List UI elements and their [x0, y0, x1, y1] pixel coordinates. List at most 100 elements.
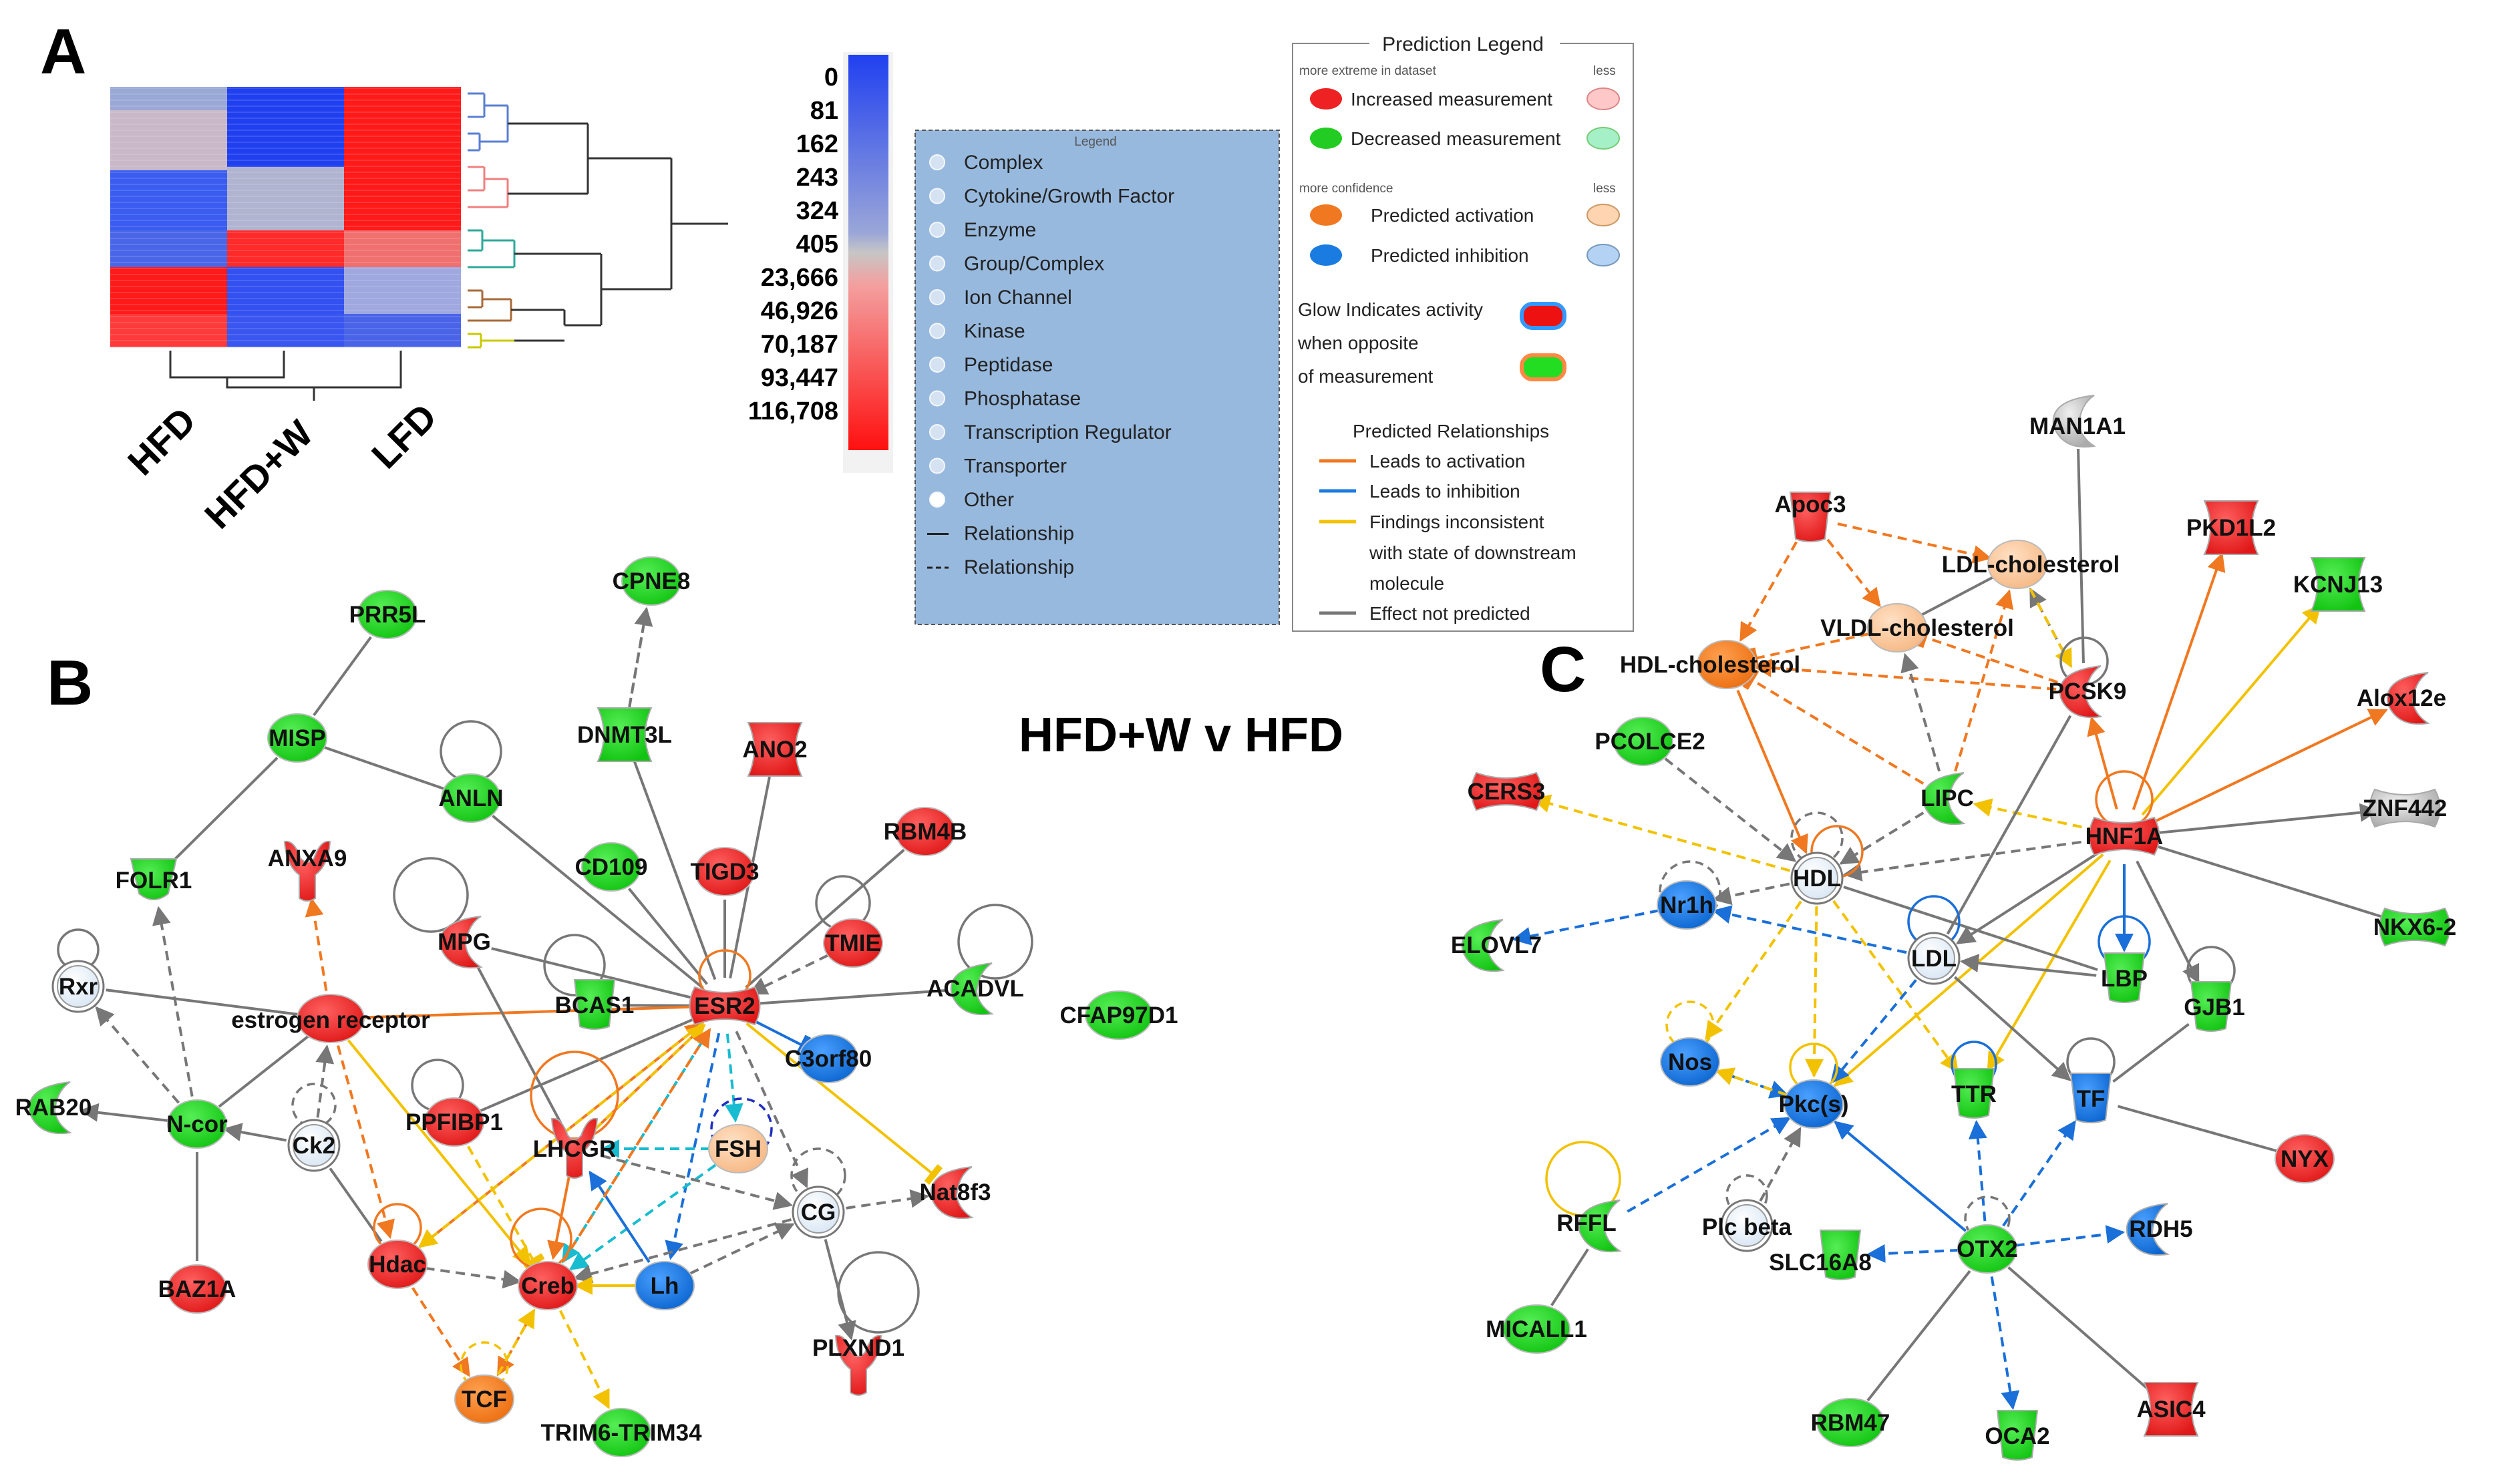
node-ttr[interactable]: TTR [1951, 1068, 1997, 1119]
node-rffl[interactable]: RFFL [1556, 1199, 1622, 1253]
node-gjb1[interactable]: GJB1 [2184, 981, 2245, 1032]
node-folr1[interactable]: FOLR1 [116, 858, 192, 900]
node-otx2[interactable]: OTX2 [1957, 1224, 2018, 1274]
node-ppfibp1[interactable]: PPFIBP1 [405, 1097, 503, 1147]
node-anxa9[interactable]: ANXA9 [268, 840, 347, 902]
node-alox12e[interactable]: Alox12e [2357, 672, 2446, 725]
node-pkd1l2[interactable]: PKD1L2 [2186, 500, 2276, 555]
increased-less-swatch [1586, 87, 1620, 110]
node-label: Nat8f3 [920, 1179, 991, 1205]
node-plxnd1[interactable]: PLXND1 [812, 1334, 904, 1396]
node-tcf[interactable]: TCF [454, 1374, 514, 1424]
node-rdh5[interactable]: RDH5 [2126, 1203, 2193, 1256]
edge [749, 1017, 812, 1057]
node-slc16a8[interactable]: SLC16A8 [1769, 1230, 1872, 1280]
node-oca2[interactable]: OCA2 [1985, 1410, 2050, 1461]
node-label: SLC16A8 [1769, 1250, 1872, 1276]
node-mpg[interactable]: MPG [438, 916, 491, 969]
node-ck2[interactable]: Ck2 [287, 1119, 341, 1172]
node-label: TIGD3 [690, 859, 759, 885]
node-c3orf80[interactable]: C3orf80 [785, 1034, 872, 1083]
node-cers3[interactable]: CERS3 [1468, 771, 1546, 811]
edge [2152, 803, 2379, 835]
node-hnf1a[interactable]: HNF1A [2085, 816, 2164, 856]
edge [1759, 1127, 1802, 1202]
node-plcbeta[interactable]: Plc beta [1702, 1199, 1792, 1252]
node-ncor[interactable]: N-cor [166, 1099, 228, 1149]
node-pkc[interactable]: Pkc(s) [1778, 1079, 1849, 1129]
node-nos[interactable]: Nos [1660, 1037, 1720, 1087]
node-estrogen_receptor[interactable]: estrogen receptor [231, 994, 430, 1043]
node-trim6[interactable]: TRIM6-TRIM34 [540, 1408, 702, 1457]
node-ldl[interactable]: LDL [1907, 932, 1961, 985]
node-nkx62[interactable]: NKX6-2 [2373, 907, 2456, 947]
node-vldl_chol[interactable]: VLDL-cholesterol [1820, 603, 2014, 653]
node-lbp[interactable]: LBP [2101, 952, 2148, 1003]
node-rxr[interactable]: Rxr [51, 960, 105, 1013]
node-tigd3[interactable]: TIGD3 [690, 847, 760, 896]
node-misp[interactable]: MISP [267, 713, 327, 763]
node-ano2[interactable]: ANO2 [742, 722, 808, 777]
shape-legend-item: Kinase [964, 321, 1025, 343]
node-label: LDL [1911, 946, 1957, 972]
edge [323, 745, 445, 791]
node-ldl_chol[interactable]: LDL-cholesterol [1942, 540, 2120, 589]
node-esr2[interactable]: ESR2 [689, 986, 761, 1026]
node-nat8f3[interactable]: Nat8f3 [920, 1166, 991, 1220]
node-apoc3[interactable]: Apoc3 [1775, 492, 1846, 542]
node-tf[interactable]: TF [2069, 1073, 2112, 1123]
node-fsh[interactable]: FSH [708, 1124, 768, 1173]
node-pcsk9[interactable]: PCSK9 [2049, 665, 2127, 719]
node-rbm4b[interactable]: RBM4B [884, 807, 967, 856]
node-elovl7[interactable]: ELOVL7 [1451, 919, 1542, 972]
node-shape [2103, 952, 2146, 1003]
node-hdl[interactable]: HDL [1790, 852, 1844, 905]
node-kcnj13[interactable]: KCNJ13 [2293, 557, 2383, 612]
node-man1a1[interactable]: MAN1A1 [2029, 395, 2126, 448]
node-prr5l[interactable]: PRR5L [349, 590, 426, 639]
node-bcas1[interactable]: BCAS1 [555, 979, 635, 1030]
node-tmie[interactable]: TMIE [823, 918, 883, 968]
node-nyx[interactable]: NYX [2275, 1134, 2335, 1183]
node-anln[interactable]: ANLN [438, 773, 504, 823]
node-lhcgr[interactable]: LHCGR [533, 1117, 616, 1179]
node-nr1h[interactable]: Nr1h [1657, 880, 1717, 930]
node-cpne8[interactable]: CPNE8 [613, 556, 691, 606]
scale-label: 116,708 [748, 397, 838, 425]
node-rab20[interactable]: RAB20 [15, 1081, 92, 1135]
node-shape [2203, 500, 2259, 555]
heatmap-band [110, 267, 227, 314]
node-shape [635, 1261, 695, 1310]
prediction-legend: Prediction Legend more extreme in datase… [1292, 30, 1634, 632]
node-acadvl[interactable]: ACADVL [927, 962, 1024, 1016]
node-label: Ck2 [293, 1133, 335, 1159]
node-label: Hdac [369, 1252, 426, 1278]
node-creb[interactable]: Creb [518, 1261, 578, 1310]
node-lh[interactable]: Lh [635, 1261, 695, 1310]
network-b-title: HFD+W v HFD [1019, 709, 1343, 762]
node-micall1[interactable]: MICALL1 [1486, 1304, 1587, 1354]
node-dnmt3l[interactable]: DNMT3L [577, 707, 672, 762]
node-shape [2369, 788, 2441, 828]
node-asic4[interactable]: ASIC4 [2136, 1382, 2206, 1437]
node-cd109[interactable]: CD109 [575, 842, 648, 892]
node-lipc[interactable]: LIPC [1920, 772, 1974, 825]
node-shape [367, 1240, 428, 1289]
node-znf442[interactable]: ZNF442 [2363, 788, 2447, 828]
node-rbm47[interactable]: RBM47 [1811, 1398, 1890, 1447]
node-baz1a[interactable]: BAZ1A [158, 1264, 236, 1314]
node-cg[interactable]: CG [792, 1185, 845, 1239]
node-label: ANXA9 [268, 846, 347, 872]
node-label: RBM47 [1811, 1410, 1890, 1436]
node-cfap97d1[interactable]: CFAP97D1 [1059, 990, 1178, 1040]
scale-label: 46,926 [761, 297, 838, 325]
node-shape [2386, 672, 2430, 725]
node-hdac[interactable]: Hdac [367, 1240, 428, 1289]
node-label: N-cor [166, 1111, 228, 1137]
shape-icon [929, 188, 945, 204]
node-hdl_chol[interactable]: HDL-cholesterol [1620, 640, 1800, 689]
node-pcolce2[interactable]: PCOLCE2 [1595, 717, 1705, 766]
node-shape [834, 1334, 882, 1396]
edge [358, 1005, 697, 1019]
